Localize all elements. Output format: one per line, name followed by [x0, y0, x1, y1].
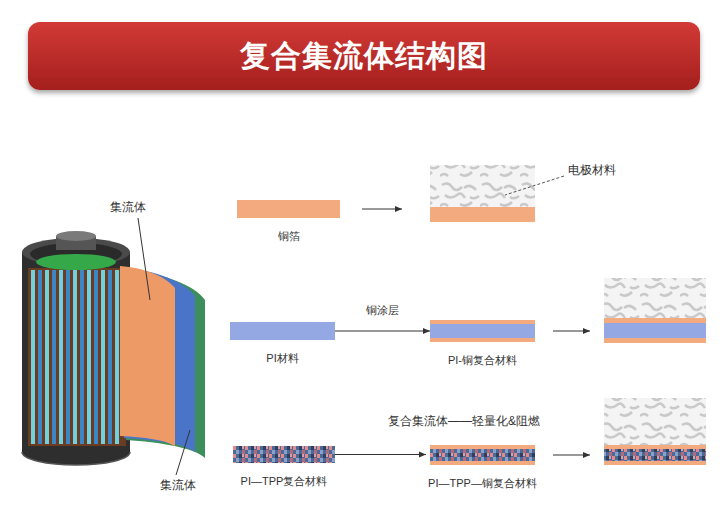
row-2: [553, 278, 706, 343]
material-bar: [233, 446, 335, 463]
material-strip: PI-铜复合材料: [430, 320, 535, 369]
material-bar: [230, 322, 335, 340]
material-label: PI—TPP复合材料: [233, 474, 335, 488]
material-layer: [430, 445, 535, 449]
copper-layer: [604, 338, 706, 343]
electrode-layer: [604, 398, 706, 445]
copper-layer: [604, 461, 706, 465]
leader-line: [138, 218, 150, 300]
pi-layer: [604, 323, 706, 338]
flow-arrow: [335, 454, 426, 455]
material-layer: [230, 322, 335, 340]
copper-layer: [604, 445, 706, 449]
material-label: PI—TPP—铜复合材料: [426, 476, 539, 490]
electrode-layer: [430, 165, 535, 207]
title-text: 复合集流体结构图: [240, 36, 488, 77]
arrow-label: 铜涂层: [364, 303, 401, 317]
part-label: 复合集流体——轻量化&阻燃: [388, 414, 540, 428]
copper-layer: [604, 318, 706, 323]
material-label: PI材料: [230, 351, 335, 365]
copper-layer: [430, 207, 535, 222]
material-layer: [430, 320, 535, 324]
material-strip: 铜箔: [237, 200, 340, 245]
title-banner: 复合集流体结构图: [28, 22, 700, 90]
material-layer: [237, 200, 340, 218]
part-label: 集流体: [160, 478, 196, 492]
terminal-top: [56, 231, 96, 241]
row-3: [553, 398, 706, 465]
arrow: [362, 209, 402, 210]
material-layer: [430, 338, 535, 342]
top-plate: [36, 254, 116, 270]
electrode-layer: [604, 278, 706, 318]
battery-core: [28, 268, 126, 446]
material-strip: PI—TPP—铜复合材料: [426, 445, 539, 492]
material-layer: [233, 446, 335, 463]
flow-arrow: [335, 331, 430, 332]
material-layer: [430, 449, 535, 461]
collector-sheet: [120, 266, 175, 446]
material-bar: [237, 200, 340, 218]
row-1: [362, 165, 564, 222]
battery-can: [22, 252, 130, 465]
material-label: 铜箔: [237, 229, 340, 243]
arrow: [553, 455, 590, 456]
material-label: PI-铜复合材料: [430, 353, 535, 367]
arrow: [553, 331, 590, 332]
material-layer: [430, 324, 535, 338]
material-strip: PI材料: [230, 322, 335, 367]
material-strip: PI—TPP复合材料: [233, 446, 335, 490]
battery-illustration: [22, 218, 205, 475]
part-label: 集流体: [110, 200, 146, 214]
leader-line: [176, 430, 190, 475]
leader-line: [505, 176, 564, 195]
material-bar: [430, 445, 535, 465]
material-layer: [430, 461, 535, 465]
battery-bottom: [22, 452, 130, 465]
electrode-stripes: [31, 270, 119, 444]
pi-tpp-layer: [604, 449, 706, 461]
part-label: 电极材料: [568, 163, 616, 177]
material-bar: [430, 320, 535, 342]
